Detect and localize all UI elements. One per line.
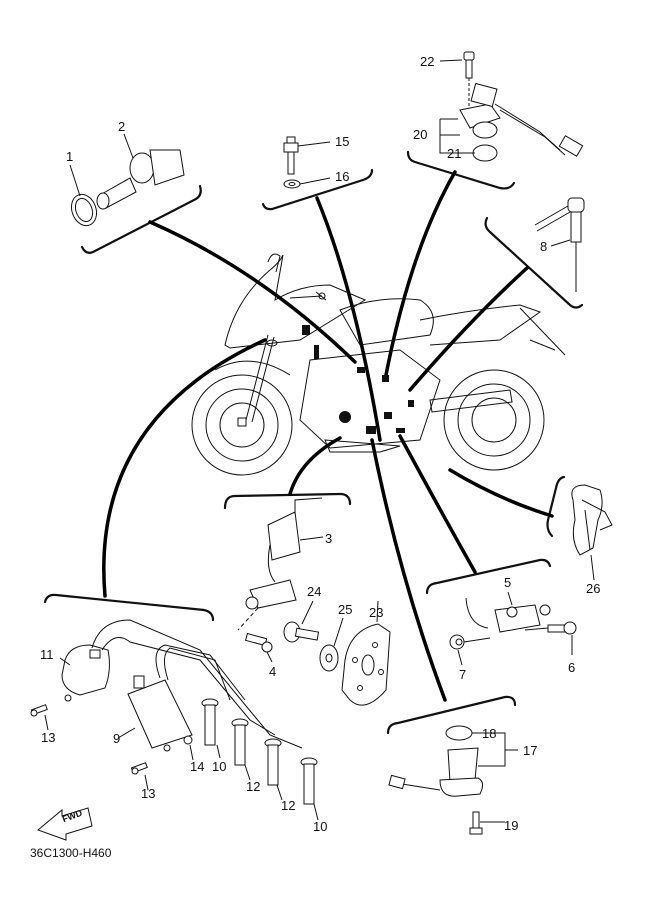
callout-10a: 10: [212, 759, 227, 774]
leader-group-1-2: [148, 220, 357, 364]
frame-group-3-4-23-25: [223, 492, 352, 510]
part-1-gasket: [70, 193, 98, 227]
part-11-ignition-coil: [61, 644, 110, 702]
part-8-sensor: [534, 197, 585, 292]
callout-8: 8: [540, 239, 548, 254]
callout-12b: 12: [281, 798, 296, 813]
leader-17-19: [472, 732, 518, 823]
leader-25: [333, 617, 344, 647]
leader-4: [266, 651, 273, 663]
part-2-temperature-sensor: [96, 149, 185, 210]
callout-14: 14: [190, 759, 205, 774]
callout-25: 25: [338, 602, 353, 617]
part-14-nut: [183, 735, 193, 745]
forward-direction-icon: [37, 807, 93, 841]
leader-group-5-7: [398, 434, 477, 574]
callout-12a: 12: [246, 779, 261, 794]
leader-20-22: [439, 59, 475, 154]
callout-20: 20: [413, 127, 428, 142]
frame-group-20-22: [406, 150, 516, 190]
leader-group-3: [288, 436, 342, 496]
part-9-ignition-coil: [127, 675, 193, 752]
part-6-bolt: [547, 621, 577, 635]
part-24-flange-bolt: [283, 621, 320, 643]
leader-6: [524, 627, 573, 655]
callout-3: 3: [325, 531, 333, 546]
part-3-sensor-bracket: [237, 497, 323, 631]
callout-11: 11: [40, 647, 54, 662]
coil-group-leaders: [44, 657, 319, 821]
frame-group-5-7: [425, 558, 552, 595]
callout-9: 9: [113, 731, 121, 746]
leader-group-15-16: [315, 196, 382, 442]
callout-5: 5: [504, 575, 512, 590]
leader-lines: [102, 170, 554, 702]
frame-group-1-2: [80, 184, 202, 254]
callout-10b: 10: [313, 819, 328, 834]
callout-26: 26: [586, 581, 601, 596]
callout-19: 19: [504, 818, 519, 833]
rear-wheel: [443, 369, 545, 471]
callout-17: 17: [523, 743, 538, 758]
callout-13a: 13: [41, 730, 56, 745]
part-15-bolt: [283, 136, 299, 175]
leader-group-20-22: [383, 170, 457, 382]
part-22-bolt: [463, 51, 475, 108]
leader-1-2: [69, 133, 134, 197]
leader-24: [301, 600, 314, 625]
leader-group-26: [448, 468, 554, 518]
part-12-plug-cap-b: [264, 738, 282, 786]
callout-7: 7: [459, 667, 467, 682]
high-tension-leads: [91, 619, 303, 749]
part-25-washer: [319, 644, 339, 672]
callout-2: 2: [118, 119, 126, 134]
leader-23: [376, 600, 379, 623]
callout-24: 24: [307, 584, 322, 599]
callout-1: 1: [66, 149, 74, 164]
part-13-bolt-b: [130, 762, 148, 775]
callout-4: 4: [269, 664, 277, 679]
callout-21: 21: [447, 146, 462, 161]
part-21-o-ring: [472, 144, 498, 162]
leader-group-8: [408, 266, 529, 392]
part-23-rotor-plate: [341, 623, 391, 706]
callout-15: 15: [335, 134, 350, 149]
frame-group-15-16: [261, 168, 374, 211]
leader-8: [550, 239, 571, 247]
part-10-plug-cap-a: [201, 698, 219, 746]
leader-5: [507, 591, 513, 606]
callout-18: 18: [482, 726, 497, 741]
part-4-bolt: [244, 632, 273, 653]
leader-group-17-19: [370, 438, 447, 702]
part-7-grommet: [449, 634, 465, 650]
leader-group-9-14: [102, 338, 267, 598]
part-16-washer: [283, 179, 301, 189]
diagram-reference-code: 36C1300-H460: [30, 846, 112, 860]
frame-group-9-14: [43, 593, 215, 622]
part-19-bolt: [469, 811, 483, 835]
part-26-cable-clamp: [571, 484, 613, 556]
leader-26: [590, 554, 595, 581]
part-10-plug-cap-b: [300, 757, 318, 805]
frame-group-8: [484, 216, 584, 309]
callout-6: 6: [568, 660, 576, 675]
front-wheel: [191, 374, 293, 476]
part-12-plug-cap-a: [231, 718, 249, 766]
leader-15-16: [297, 141, 331, 185]
frame-group-26: [546, 475, 566, 538]
leader-3: [299, 536, 324, 541]
part-17-sensor: [388, 747, 484, 797]
motorcycle-illustration: [191, 253, 566, 476]
part-5-sensor: [465, 597, 551, 633]
part-20-cam-sensor: [459, 82, 584, 157]
leader-7: [457, 637, 491, 666]
frame-group-17-19: [386, 695, 517, 735]
callout-22: 22: [420, 54, 435, 69]
callout-23: 23: [369, 605, 384, 620]
part-13-bolt-a: [30, 704, 48, 717]
callout-16: 16: [335, 169, 350, 184]
part-18-o-ring: [445, 725, 473, 741]
callout-13b: 13: [141, 786, 156, 801]
